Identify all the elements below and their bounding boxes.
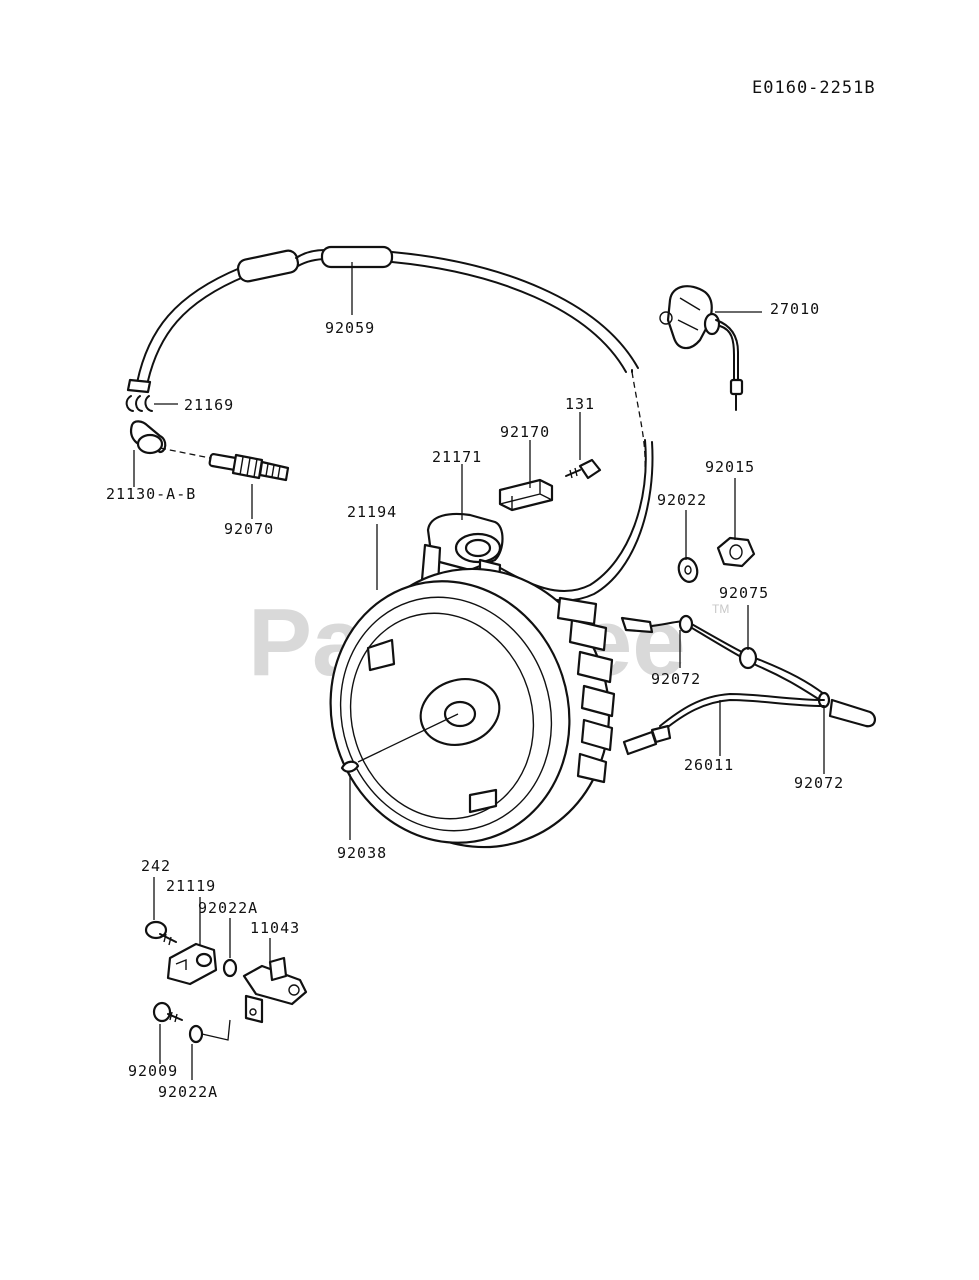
callout-92015: 92015 — [705, 458, 755, 476]
callout-27010: 27010 — [770, 300, 820, 318]
clip-21169[interactable] — [125, 395, 153, 412]
callout-92022A-upper: 92022A — [198, 899, 258, 917]
callout-21130-A-B: 21130-A-B — [106, 485, 196, 503]
callout-131: 131 — [565, 395, 595, 413]
callout-21169: 21169 — [184, 396, 234, 414]
callout-21119: 21119 — [166, 877, 216, 895]
flywheel-21194[interactable] — [297, 535, 645, 882]
callout-21171: 21171 — [432, 448, 482, 466]
washer-92022A-upper[interactable] — [222, 958, 238, 978]
spark-plug-92070[interactable] — [208, 453, 290, 482]
callout-21194: 21194 — [347, 503, 397, 521]
bracket-92170[interactable] — [498, 478, 554, 512]
washer-92022A-lower[interactable] — [188, 1024, 204, 1044]
callout-92072-upper: 92072 — [651, 670, 701, 688]
screw-131[interactable] — [565, 458, 602, 480]
lead-wire-assembly[interactable] — [620, 614, 876, 756]
callout-92075: 92075 — [719, 584, 769, 602]
reference-code: E0160-2251B — [752, 78, 876, 98]
bolt-92009[interactable] — [152, 1001, 183, 1023]
callout-242: 242 — [141, 857, 171, 875]
sensor-27010[interactable] — [659, 285, 744, 411]
exciter-coil-21119[interactable] — [166, 942, 218, 986]
watermark-trademark: TM — [712, 602, 729, 616]
callout-92009: 92009 — [128, 1062, 178, 1080]
plug-cap-21130[interactable] — [130, 420, 167, 455]
callout-92022A-lower: 92022A — [158, 1083, 218, 1101]
bracket-11043[interactable] — [242, 956, 308, 1024]
callout-26011: 26011 — [684, 756, 734, 774]
screw-242[interactable] — [144, 920, 177, 946]
leader-lines — [133, 262, 825, 1080]
callout-92038: 92038 — [337, 844, 387, 862]
callout-92072-lower: 92072 — [794, 774, 844, 792]
callout-labels: 92059 27010 21169 131 92170 21171 21130-… — [106, 300, 844, 1101]
nut-92015[interactable] — [716, 536, 756, 568]
callout-92070: 92070 — [224, 520, 274, 538]
callout-92059: 92059 — [325, 319, 375, 337]
key-92038[interactable] — [340, 760, 360, 773]
high-tension-lead-92059[interactable] — [126, 245, 654, 602]
washer-92022[interactable] — [676, 556, 700, 584]
callout-92170: 92170 — [500, 423, 550, 441]
callout-92022: 92022 — [657, 491, 707, 509]
callout-11043: 11043 — [250, 919, 300, 937]
